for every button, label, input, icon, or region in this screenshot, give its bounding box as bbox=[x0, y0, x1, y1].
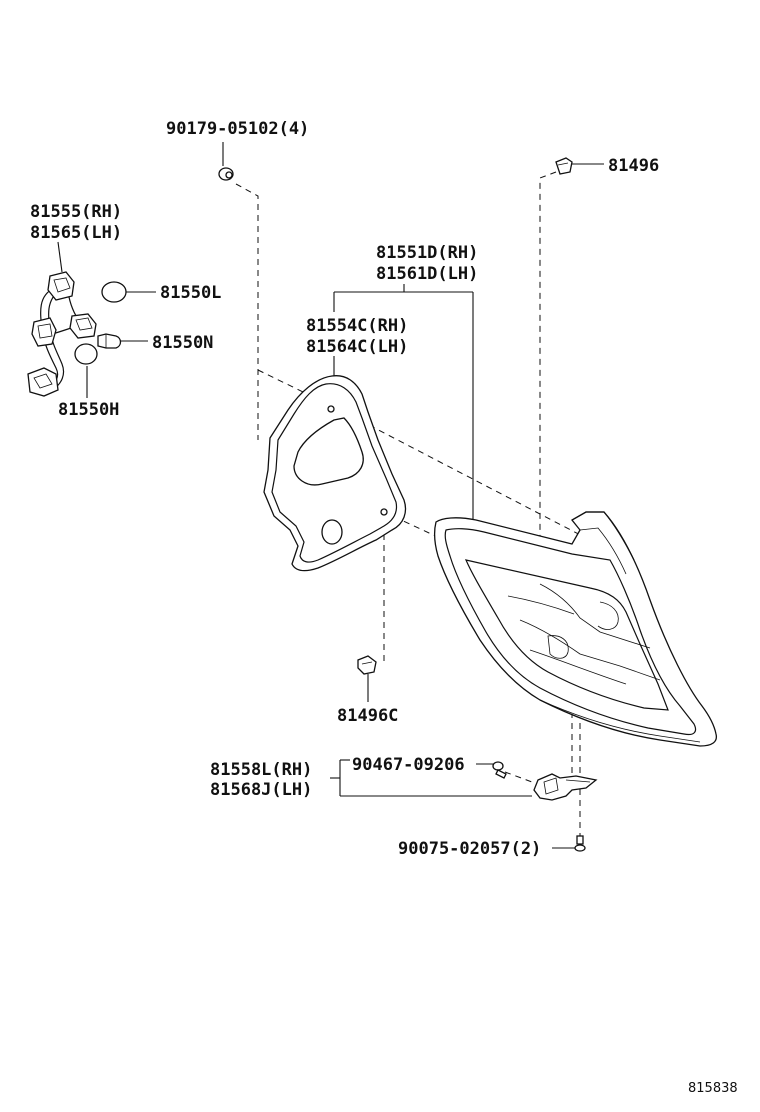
label-gasket-lh[interactable]: 81564C(LH) bbox=[306, 337, 408, 357]
label-screw-90075[interactable]: 90075-02057(2) bbox=[398, 839, 541, 859]
label-bolt-90179[interactable]: 90179-05102(4) bbox=[166, 119, 309, 139]
label-clip-81496c[interactable]: 81496C bbox=[337, 706, 398, 726]
leader-lines bbox=[57, 142, 604, 849]
label-bracket-rh[interactable]: 81558L(RH) bbox=[210, 760, 312, 780]
bulb-81550n-icon[interactable] bbox=[97, 333, 122, 349]
label-socket-lh[interactable]: 81565(LH) bbox=[30, 223, 122, 243]
label-clip-81496[interactable]: 81496 bbox=[608, 156, 659, 176]
label-gasket-rh[interactable]: 81554C(RH) bbox=[306, 316, 408, 336]
label-bulb-81550l[interactable]: 81550L bbox=[160, 283, 221, 303]
screw-90467-icon[interactable] bbox=[492, 761, 507, 779]
socket-wire-harness-icon[interactable] bbox=[27, 271, 97, 397]
label-screw-90467[interactable]: 90467-09206 bbox=[352, 755, 465, 775]
lamp-lens-81551d-icon[interactable] bbox=[434, 511, 718, 747]
label-bulb-81550n[interactable]: 81550N bbox=[152, 333, 213, 353]
screw-90075-icon[interactable] bbox=[574, 835, 586, 852]
label-bulb-81550h[interactable]: 81550H bbox=[58, 400, 119, 420]
bolt-90179-icon[interactable] bbox=[218, 167, 234, 181]
label-lens-rh[interactable]: 81551D(RH) bbox=[376, 243, 478, 263]
gasket-81554c-icon[interactable] bbox=[263, 375, 407, 572]
clip-81496-icon[interactable] bbox=[555, 157, 573, 175]
label-bracket-lh[interactable]: 81568J(LH) bbox=[210, 780, 312, 800]
bulb-81550l-icon[interactable] bbox=[101, 281, 127, 303]
bracket-81558l-icon[interactable] bbox=[533, 773, 598, 801]
figure-number: 815838 bbox=[688, 1081, 738, 1096]
bulb-81550h-icon[interactable] bbox=[74, 343, 98, 365]
label-socket-rh[interactable]: 81555(RH) bbox=[30, 202, 122, 222]
label-lens-lh[interactable]: 81561D(LH) bbox=[376, 264, 478, 284]
clip-81496c-icon[interactable] bbox=[357, 655, 377, 675]
